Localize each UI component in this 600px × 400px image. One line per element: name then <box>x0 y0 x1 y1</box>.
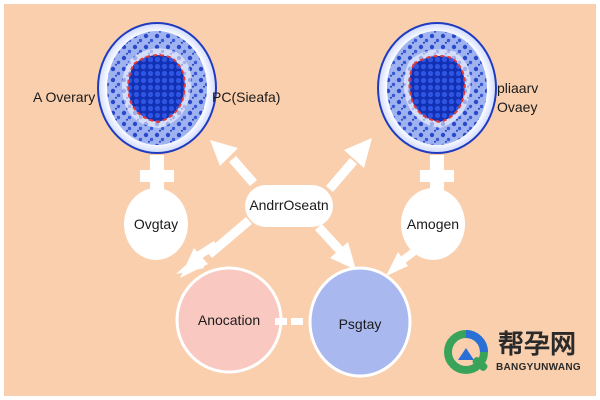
left-small-label: Ovgtay <box>133 216 179 232</box>
logo-english-text: BANGYUNWANG <box>496 362 581 373</box>
bottom-right-label: Psgtay <box>338 316 382 332</box>
right-small-node <box>401 188 465 260</box>
arrow-right-small <box>386 246 420 276</box>
connector-crosses <box>140 155 454 193</box>
arrow-left-small <box>176 241 218 274</box>
arrow-to-left-ovary <box>210 140 257 186</box>
left-ovary-label: A Overary <box>33 89 96 105</box>
right-small-label: Amogen <box>406 216 460 232</box>
right-ovary-label-2: Ovaey <box>497 99 538 115</box>
arrow-to-right-ovary <box>326 138 372 192</box>
left-small-node <box>124 188 188 260</box>
bangyunwang-logo: 帮孕网 BANGYUNWANG <box>444 330 584 380</box>
center-box-node <box>245 185 333 227</box>
left-ovary-cell <box>97 22 217 154</box>
right-ovary-cell <box>377 22 497 154</box>
logo-mark-icon <box>444 330 488 374</box>
logo-chinese-text: 帮孕网 <box>498 330 577 360</box>
right-ovary-label-1: pliaarv <box>497 80 539 96</box>
bottom-right-node <box>308 266 412 378</box>
bottom-left-label: Anocation <box>197 312 261 328</box>
arrows <box>176 138 420 278</box>
pcos-label: PC​(Sieafa) <box>212 89 281 105</box>
center-box-label: AndrrOseatn <box>249 197 329 213</box>
arrow-to-bottom-right <box>315 224 356 270</box>
dash-connector <box>275 318 303 325</box>
